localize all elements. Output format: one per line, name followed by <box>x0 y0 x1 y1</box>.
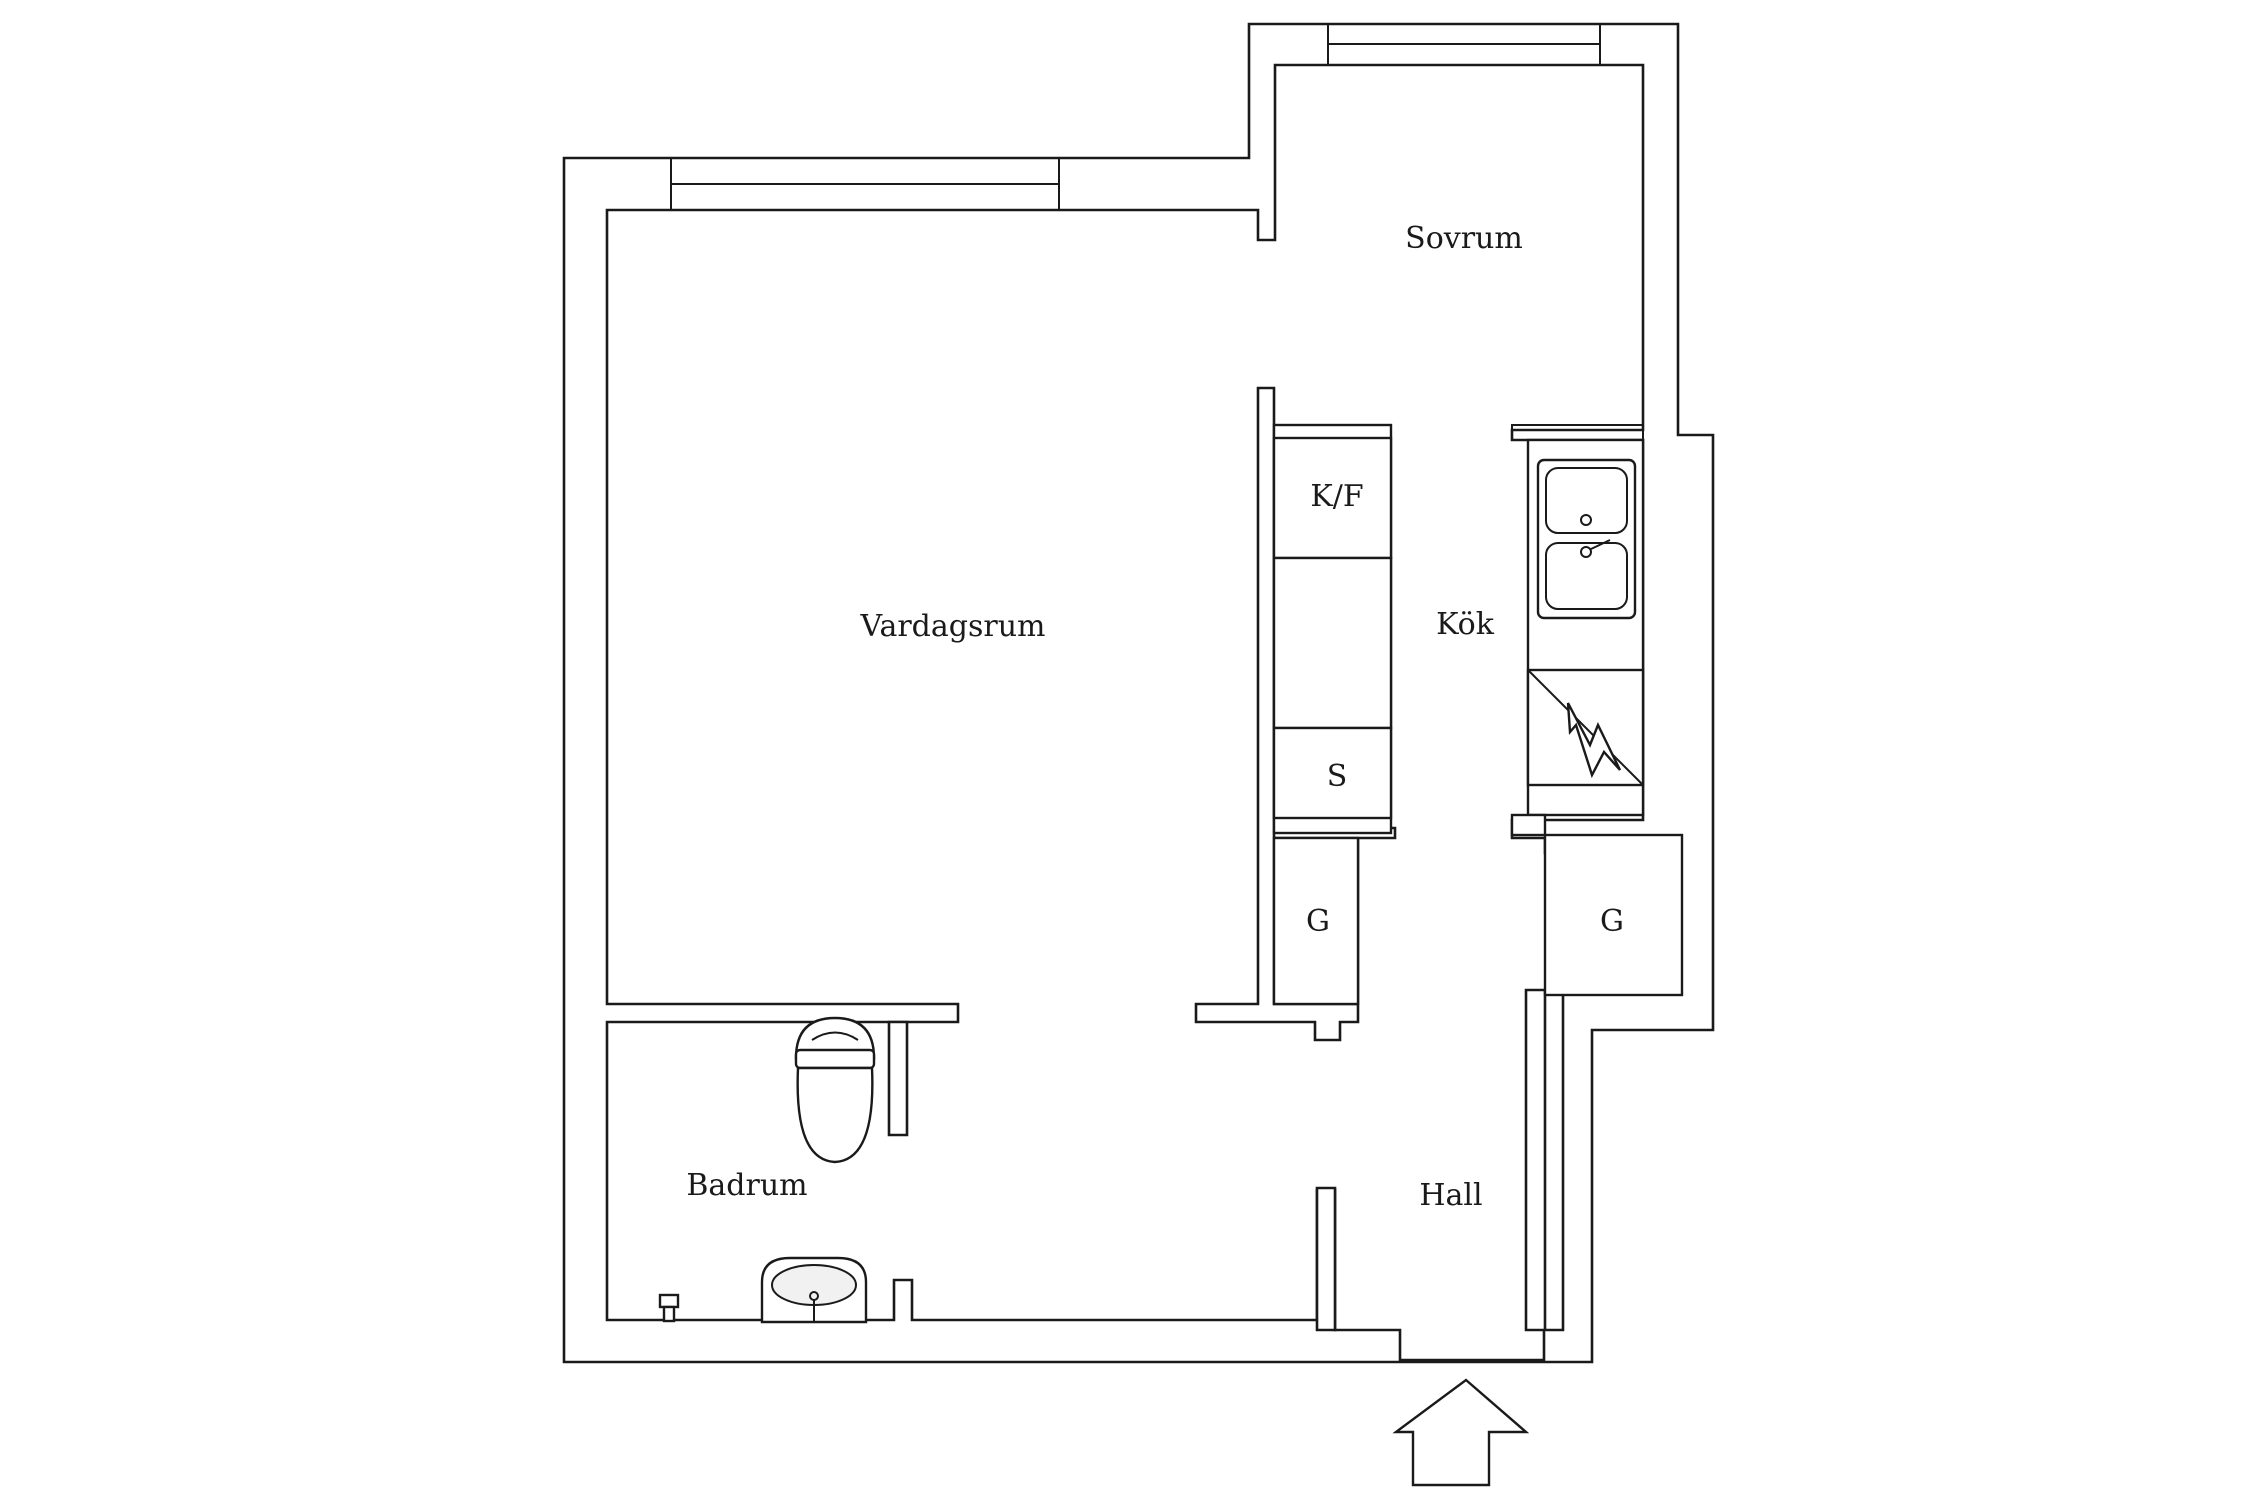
room-label-vardagsrum: Vardagsrum <box>860 609 1046 644</box>
bathroom-fixtures <box>658 1016 876 1324</box>
labels: Sovrum Vardagsrum Kök Badrum Hall K/F S … <box>686 221 1624 1213</box>
hall-right-wall <box>1543 988 1565 1332</box>
fixture-label-kf: K/F <box>1310 479 1363 514</box>
stove-icon <box>1526 668 1645 787</box>
cabinet-middle <box>1272 556 1393 730</box>
wardrobe-g-right <box>1543 833 1684 997</box>
toilet-icon <box>794 1016 876 1164</box>
vardagsrum-interior <box>605 63 1645 1362</box>
kitchen-right <box>1510 438 1684 997</box>
stove-cabinet-s <box>1272 726 1393 820</box>
room-label-sovrum: Sovrum <box>1405 221 1523 256</box>
fixture-label-g-right: G <box>1600 904 1624 939</box>
kitchen-left-cabinets <box>1272 423 1393 1006</box>
arrow-up-icon <box>1392 1378 1530 1487</box>
hall-stub-wall <box>1315 1186 1337 1332</box>
fixture-label-s: S <box>1327 759 1348 794</box>
room-label-hall: Hall <box>1419 1178 1482 1213</box>
faucet-icon <box>658 1293 680 1323</box>
bathroom-wall <box>887 1020 909 1137</box>
wardrobe-g-left <box>1272 836 1360 1006</box>
room-label-badrum: Badrum <box>686 1168 807 1203</box>
double-sink-icon <box>1536 458 1637 620</box>
washbasin-icon <box>760 1256 868 1324</box>
fixture-label-g-left: G <box>1306 904 1330 939</box>
room-label-kok: Kök <box>1436 607 1495 642</box>
